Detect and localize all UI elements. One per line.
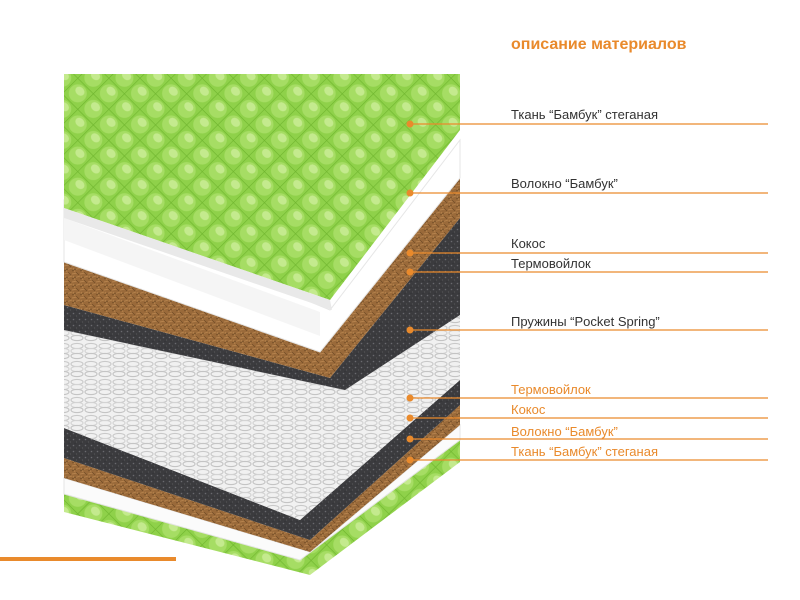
layer-label-9: Ткань “Бамбук” стеганая — [511, 444, 658, 459]
layer-bottom-felt — [64, 380, 460, 540]
layer-top-bamboo-fiber — [63, 138, 461, 353]
layer-label-1: Ткань “Бамбук” стеганая — [511, 107, 658, 122]
accent-bar — [0, 557, 176, 561]
layer-bottom-bamboo-fabric — [64, 440, 460, 575]
layer-label-6: Термовойлок — [511, 382, 591, 397]
layer-top-bamboo-fabric — [64, 74, 460, 300]
layer-label-5: Пружины “Pocket Spring” — [511, 314, 660, 329]
leader-dot-3 — [406, 249, 414, 257]
leader-dot-6 — [406, 394, 414, 402]
leader-dot-2 — [406, 189, 414, 197]
layer-label-4: Термовойлок — [511, 256, 591, 271]
leader-dot-8 — [406, 435, 414, 443]
page-title: описание материалов — [511, 36, 687, 53]
leader-lines — [406, 120, 768, 464]
leader-dot-5 — [406, 326, 414, 334]
leader-dot-4 — [406, 268, 414, 276]
leader-dot-1 — [406, 120, 414, 128]
layer-label-7: Кокос — [511, 402, 546, 417]
layer-top-felt — [64, 218, 460, 390]
leader-dot-9 — [406, 456, 414, 464]
layer-label-8: Волокно “Бамбук” — [511, 424, 618, 439]
layer-label-2: Волокно “Бамбук” — [511, 176, 618, 191]
leader-dot-7 — [406, 414, 414, 422]
layer-pocket-springs — [64, 315, 460, 520]
layer-label-3: Кокос — [511, 236, 546, 251]
layer-top-coconut — [64, 178, 460, 378]
layer-bottom-coconut — [64, 405, 460, 552]
